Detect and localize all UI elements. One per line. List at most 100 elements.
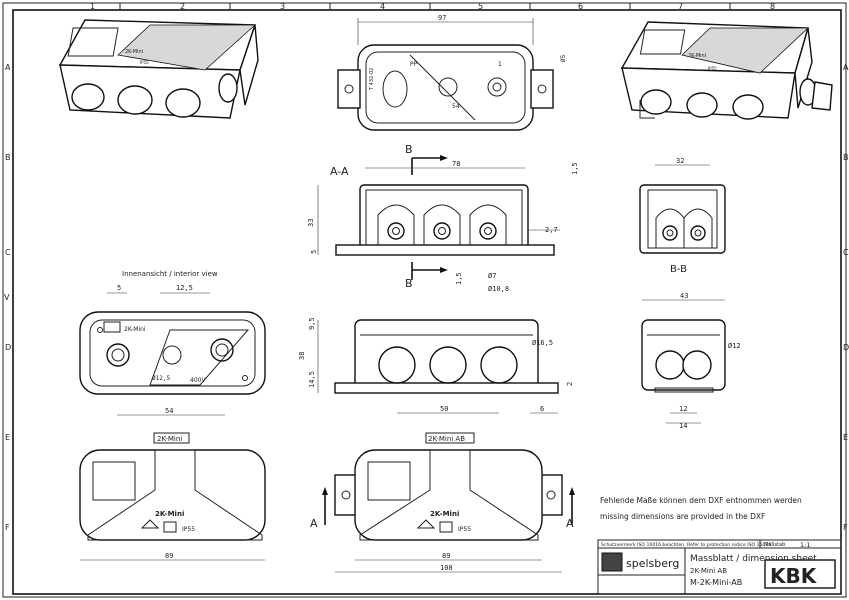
section-bb: 32 B-B — [639, 157, 726, 275]
interior-view: Innenansicht / interior view 5 12,5 2K-M… — [79, 270, 266, 416]
front-view: Ø16,5 9,5 38 14,5 2 50 6 — [298, 317, 574, 414]
stamp-box — [764, 559, 836, 589]
column-markers: 1 2 3 4 5 6 7 8 — [90, 2, 775, 11]
svg-text:F: F — [843, 523, 848, 532]
svg-text:2K-Mini: 2K-Mini — [124, 326, 146, 333]
svg-text:38: 38 — [298, 352, 306, 360]
svg-text:43: 43 — [680, 292, 688, 300]
brand-logo — [601, 552, 623, 572]
iso-view-left: 2K-Mini IP55 — [58, 19, 259, 119]
side-mark: V — [4, 293, 10, 302]
label-bb: B-B — [670, 264, 687, 275]
col-2: 2 — [180, 2, 185, 11]
svg-text:IP55: IP55 — [458, 526, 471, 533]
row-d: D — [5, 343, 11, 352]
svg-text:Ø16,5: Ø16,5 — [532, 339, 553, 347]
row-c: C — [5, 248, 11, 257]
label-mini: 2K-Mini — [157, 435, 182, 443]
svg-text:E: E — [843, 433, 848, 442]
iso-view-right: 2K-Mini IP55 — [620, 21, 833, 120]
svg-text:B: B — [405, 143, 413, 156]
title-block: Schutzvermerk ISO 16016 beachten. Refer … — [597, 539, 842, 595]
notes: Fehlende Maße können dem DXF entnommen w… — [600, 496, 802, 521]
label-mini-ab: 2K-Mini AB — [428, 435, 465, 443]
sheet-title: Massblatt / dimension sheet — [690, 554, 817, 564]
lid-view-mini-ab: 2K-Mini AB 2K-Mini IP55 A A 89 108 — [310, 432, 575, 573]
svg-text:2: 2 — [566, 382, 574, 386]
svg-text:54: 54 — [165, 407, 173, 415]
svg-text:5: 5 — [310, 250, 318, 254]
col-7: 7 — [678, 2, 683, 11]
row-f: F — [5, 523, 10, 532]
svg-text:Ø7: Ø7 — [488, 272, 496, 280]
svg-text:6: 6 — [540, 405, 544, 413]
svg-text:Maßstab: Maßstab — [764, 542, 785, 548]
stamp-text: KBK — [770, 564, 818, 588]
svg-text:78: 78 — [452, 160, 460, 168]
svg-text:Ø10,8: Ø10,8 — [488, 285, 509, 293]
label-interior: Innenansicht / interior view — [122, 270, 218, 278]
svg-text:54: 54 — [452, 103, 460, 110]
svg-text:50: 50 — [440, 405, 448, 413]
svg-text:2K-Mini: 2K-Mini — [125, 49, 143, 55]
svg-text:1,5: 1,5 — [455, 272, 463, 285]
dim-top-dia: Ø5 — [560, 54, 567, 62]
svg-text:2K-Mini: 2K-Mini — [155, 510, 184, 518]
svg-text:IP55: IP55 — [182, 526, 195, 533]
col-1: 1 — [90, 2, 95, 11]
svg-text:D: D — [843, 343, 849, 352]
svg-text:C: C — [843, 248, 849, 257]
col-4: 4 — [380, 2, 385, 11]
section-aa: A-A B B 78 33 5 1,5 2,7 Ø7 Ø10,8 1,5 — [307, 143, 579, 293]
row-e: E — [5, 433, 10, 442]
sheet-number: M-2K-Mini-AB — [690, 578, 742, 587]
svg-text:PP: PP — [410, 61, 418, 68]
svg-text:B: B — [843, 153, 849, 162]
svg-text:IP55: IP55 — [708, 66, 717, 71]
inner-frame — [12, 9, 842, 595]
col-8: 8 — [770, 2, 775, 11]
svg-text:A: A — [566, 517, 574, 530]
svg-text:5: 5 — [117, 284, 121, 292]
label-aa: A-A — [330, 165, 349, 178]
note-en: missing dimensions are provided in the D… — [600, 512, 765, 521]
svg-text:Ø12: Ø12 — [728, 342, 741, 350]
svg-text:32: 32 — [676, 157, 684, 165]
col-6: 6 — [578, 2, 583, 11]
svg-text:9,5: 9,5 — [308, 317, 316, 330]
svg-text:400V: 400V — [190, 377, 206, 384]
scale-value: 1:1 — [800, 541, 810, 549]
row-a: A — [5, 63, 11, 72]
top-view: 97 PP 1 54 T 432-02 Ø5 — [337, 14, 567, 131]
svg-text:1,5: 1,5 — [571, 162, 579, 175]
col-3: 3 — [280, 2, 285, 11]
lid-view-mini: 2K-Mini 2K-Mini IP55 89 — [79, 432, 266, 561]
svg-text:Ø12,5: Ø12,5 — [152, 375, 170, 382]
side-view: 43 Ø12 12 14 — [641, 292, 741, 430]
row-b: B — [5, 153, 11, 162]
svg-text:12: 12 — [679, 405, 687, 413]
svg-text:14: 14 — [679, 422, 687, 430]
svg-text:89: 89 — [442, 552, 450, 560]
svg-text:A: A — [310, 517, 318, 530]
brand-name: spelsberg — [626, 557, 679, 570]
svg-text:IP55: IP55 — [140, 60, 149, 65]
svg-text:89: 89 — [165, 552, 173, 560]
svg-text:1: 1 — [498, 61, 502, 68]
svg-text:2K-Mini: 2K-Mini — [430, 510, 459, 518]
row-markers: A B C D E F A B C D E F V — [4, 63, 849, 532]
note-de: Fehlende Maße können dem DXF entnommen w… — [600, 496, 802, 505]
svg-text:B: B — [405, 277, 413, 290]
svg-text:2K-Mini: 2K-Mini — [688, 53, 706, 59]
svg-text:14,5: 14,5 — [308, 371, 316, 388]
svg-text:108: 108 — [440, 564, 453, 572]
protection-notice: Schutzvermerk ISO 16016 beachten. Refer … — [601, 542, 773, 548]
svg-text:12,5: 12,5 — [176, 284, 193, 292]
svg-text:A: A — [843, 63, 849, 72]
svg-text:33: 33 — [307, 219, 315, 227]
sheet-subtitle: 2K-Mini AB — [690, 567, 727, 575]
col-5: 5 — [478, 2, 483, 11]
dim-top-width: 97 — [438, 14, 446, 22]
